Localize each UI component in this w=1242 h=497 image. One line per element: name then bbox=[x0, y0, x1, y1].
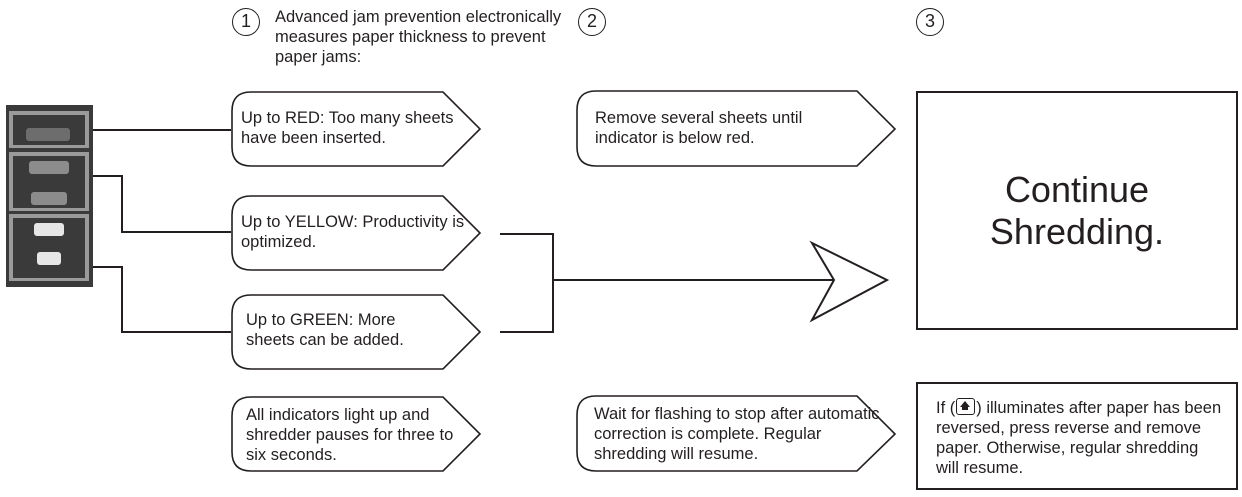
yellow-label: Up to YELLOW: Productivity is optimized. bbox=[241, 213, 465, 251]
green-label: Up to GREEN: More sheets can be added. bbox=[246, 311, 404, 349]
yellow-led-2 bbox=[31, 192, 67, 205]
result-box bbox=[916, 91, 1238, 330]
step-number-2: 2 bbox=[578, 8, 606, 36]
note-text: If () illuminates after paper has been r… bbox=[918, 384, 1236, 488]
intro-text: Advanced jam prevention electronically m… bbox=[275, 8, 562, 66]
note-suffix: ) illuminates after paper has been rever… bbox=[936, 399, 1222, 477]
note-prefix: If ( bbox=[936, 399, 956, 417]
big-arrow bbox=[809, 240, 890, 323]
yellow-led-1 bbox=[29, 161, 69, 174]
wait-shape bbox=[576, 395, 897, 472]
green-shape bbox=[231, 294, 482, 370]
result-line-1: Continue bbox=[1004, 168, 1150, 210]
result-text: Continue Shredding. bbox=[918, 93, 1236, 328]
remove-label: Remove several sheets until indicator is… bbox=[595, 109, 803, 147]
yellow-shape bbox=[231, 195, 482, 271]
red-led bbox=[26, 128, 70, 141]
step-number-3: 3 bbox=[916, 8, 944, 36]
connector-lines bbox=[93, 129, 838, 333]
note-box bbox=[916, 382, 1238, 490]
wait-label: Wait for flashing to stop after automati… bbox=[594, 405, 880, 463]
green-led-1 bbox=[34, 223, 64, 236]
result-line-2: Shredding. bbox=[989, 210, 1165, 252]
green-led-2 bbox=[37, 252, 61, 265]
indicator-panel bbox=[6, 105, 93, 287]
all-shape bbox=[231, 396, 482, 472]
step-number-1: 1 bbox=[232, 8, 260, 36]
red-label: Up to RED: Too many sheets have been ins… bbox=[241, 109, 454, 147]
all-label: All indicators light up and shredder pau… bbox=[246, 406, 454, 464]
remove-shape bbox=[576, 90, 897, 167]
red-shape bbox=[231, 91, 482, 167]
reverse-icon bbox=[956, 398, 976, 415]
